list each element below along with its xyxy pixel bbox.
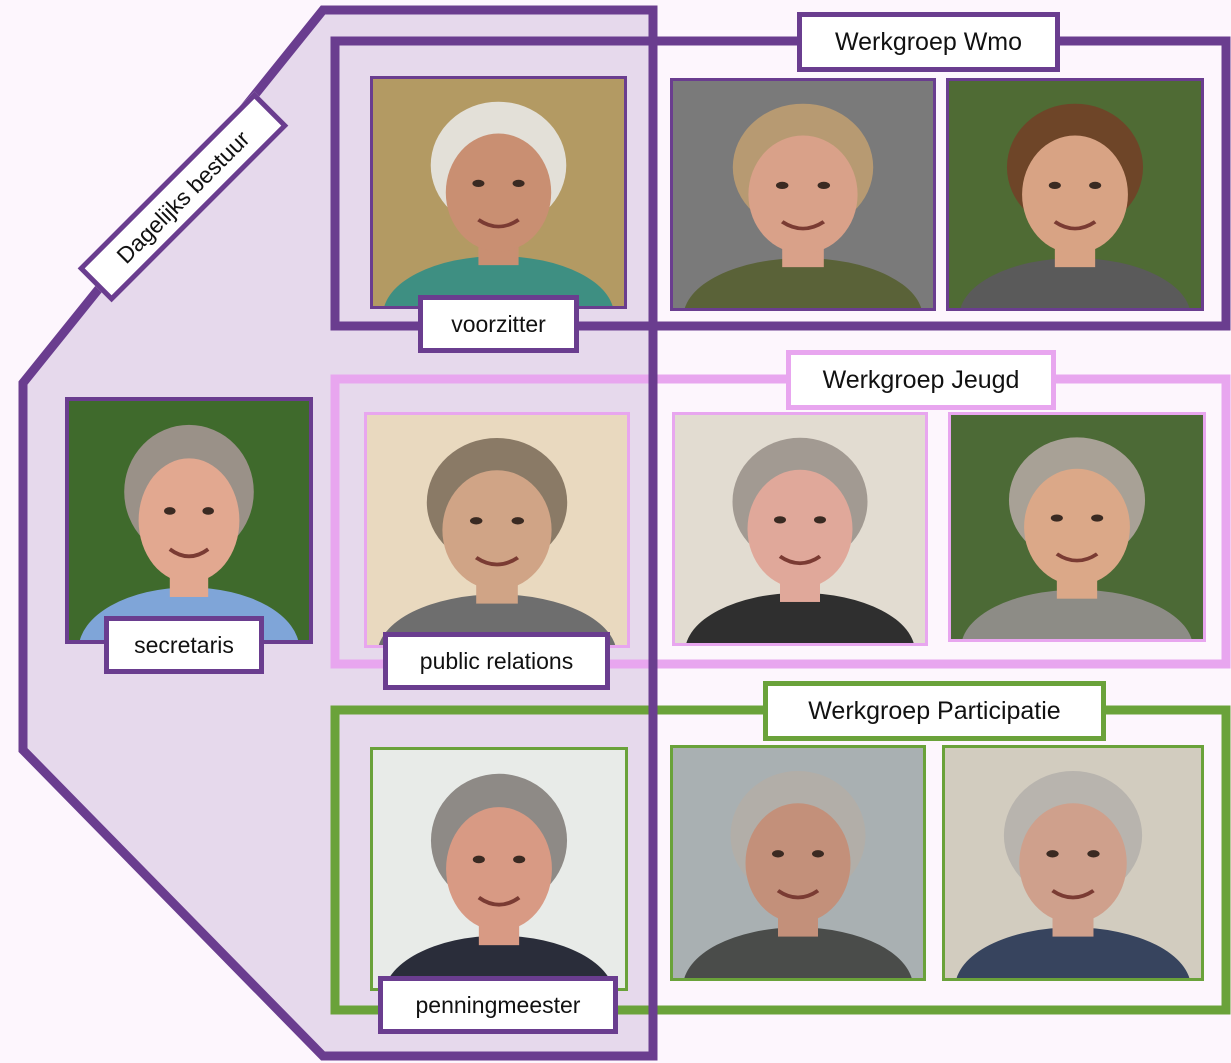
pr-photo (364, 412, 630, 648)
role-label-secretaris: secretaris (104, 616, 264, 674)
portrait-illustration (945, 748, 1201, 978)
jeugd-member-2-photo (948, 412, 1206, 642)
werkgroep-jeugd-frame (330, 374, 1231, 669)
portrait-illustration (949, 81, 1201, 308)
role-label-voorzitter: voorzitter (418, 295, 579, 353)
portrait-illustration (673, 748, 923, 978)
wmo-member-1-photo (670, 78, 936, 311)
jeugd-member-1-photo (672, 412, 928, 646)
portrait-illustration (675, 415, 925, 643)
portrait-illustration (373, 79, 624, 306)
chair-photo (370, 76, 627, 309)
werkgroep-wmo-title: Werkgroep Wmo (797, 12, 1060, 72)
portrait-illustration (373, 750, 625, 988)
portrait-illustration (673, 81, 933, 308)
portrait-illustration (367, 415, 627, 645)
participatie-member-1-photo (670, 745, 926, 981)
role-label-penningmeester: penningmeester (378, 976, 618, 1034)
werkgroep-participatie-title: Werkgroep Participatie (763, 681, 1106, 741)
treasurer-photo (370, 747, 628, 991)
portrait-illustration (69, 401, 309, 640)
wmo-member-2-photo (946, 78, 1204, 311)
portrait-illustration (951, 415, 1203, 639)
role-label-public-relations: public relations (383, 632, 610, 690)
werkgroep-wmo-frame (330, 36, 1231, 331)
participatie-member-2-photo (942, 745, 1204, 981)
secretary-photo (65, 397, 313, 644)
werkgroep-jeugd-title: Werkgroep Jeugd (786, 350, 1056, 410)
